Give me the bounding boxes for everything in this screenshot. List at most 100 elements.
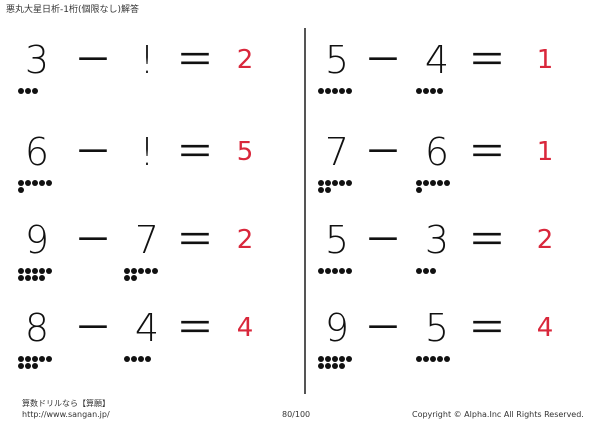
dot [18,363,24,369]
dot [18,275,24,281]
dot [25,356,31,362]
subtrahend-dots [124,260,180,281]
footer-brand: 算数ドリルなら【算願】 [22,399,110,408]
dot [423,268,429,274]
minus-sign: － [73,306,112,350]
minuend: 3 [24,38,50,82]
dot [138,356,144,362]
dot [131,356,137,362]
dot [138,268,144,274]
subtrahend: 3 [424,218,450,262]
dot-row [18,267,74,281]
dot [423,180,429,186]
dot [124,268,130,274]
dot [318,268,324,274]
minuend-dots [18,80,74,94]
subtrahend: 7 [134,218,160,262]
dot [339,180,345,186]
dot [437,88,443,94]
dot [332,363,338,369]
minuend: 6 [24,130,50,174]
dot-row [18,179,74,193]
dot [339,268,345,274]
minuend: 7 [324,130,350,174]
answer: 4 [536,313,554,343]
dot [416,268,422,274]
dot [339,363,345,369]
minuend: 5 [324,218,350,262]
dot [416,187,422,193]
dot-row [318,355,374,369]
subtrahend-dots [124,348,180,362]
dot [25,363,31,369]
dot [339,88,345,94]
equals-sign: ＝ [175,38,214,82]
dot [444,180,450,186]
dot [18,356,24,362]
dot [131,268,137,274]
dot [318,180,324,186]
problem-row: 3 － ! ＝ 2 [12,36,292,116]
dot [325,356,331,362]
subtrahend-dots [416,260,472,274]
answer: 2 [236,45,254,75]
dot-row [318,260,374,274]
problem-row: 6 － ! ＝ 5 [12,128,292,208]
dot [145,356,151,362]
dot-row [318,348,374,362]
minus-sign: － [363,306,402,350]
dot [325,268,331,274]
dot [346,180,352,186]
dot [18,268,24,274]
dot [430,88,436,94]
dot [25,180,31,186]
minus-sign: － [363,130,402,174]
dot [332,356,338,362]
dot [430,356,436,362]
answer: 1 [536,137,554,167]
minuend-dots [318,172,374,193]
dot [332,180,338,186]
dot-row [318,172,374,186]
dot [32,268,38,274]
minuend: 9 [324,306,350,350]
answer: 2 [536,225,554,255]
dot [423,88,429,94]
dot [318,187,324,193]
minuend-dots [18,260,74,281]
problem-row: 5 － 4 ＝ 1 [312,36,592,116]
dot [339,356,345,362]
dot [18,88,24,94]
dot-row [124,260,180,274]
dot-row [416,172,472,186]
dot-row [18,80,74,94]
equals-sign: ＝ [175,306,214,350]
dot [32,88,38,94]
equals-sign: ＝ [175,218,214,262]
minuend-dots [18,348,74,369]
minuend: 9 [24,218,50,262]
dot [25,88,31,94]
dot [325,180,331,186]
dot-row [124,267,180,281]
dot [32,356,38,362]
dot [32,180,38,186]
minus-sign: － [73,38,112,82]
dot [39,268,45,274]
subtrahend: 4 [134,306,160,350]
dot [318,363,324,369]
dot [325,187,331,193]
answer: 2 [236,225,254,255]
dot [145,268,151,274]
page-header: 悪丸大星日析-1桁(個限なし)解答 [6,5,139,15]
dot [131,275,137,281]
dot [325,88,331,94]
subtrahend: 5 [424,306,450,350]
dot [25,268,31,274]
dot [32,275,38,281]
dot-row [416,80,472,94]
problem-row: 8 － 4 ＝ 4 [12,304,292,384]
dot-row [318,179,374,193]
minuend-dots [318,260,374,274]
dot [416,180,422,186]
